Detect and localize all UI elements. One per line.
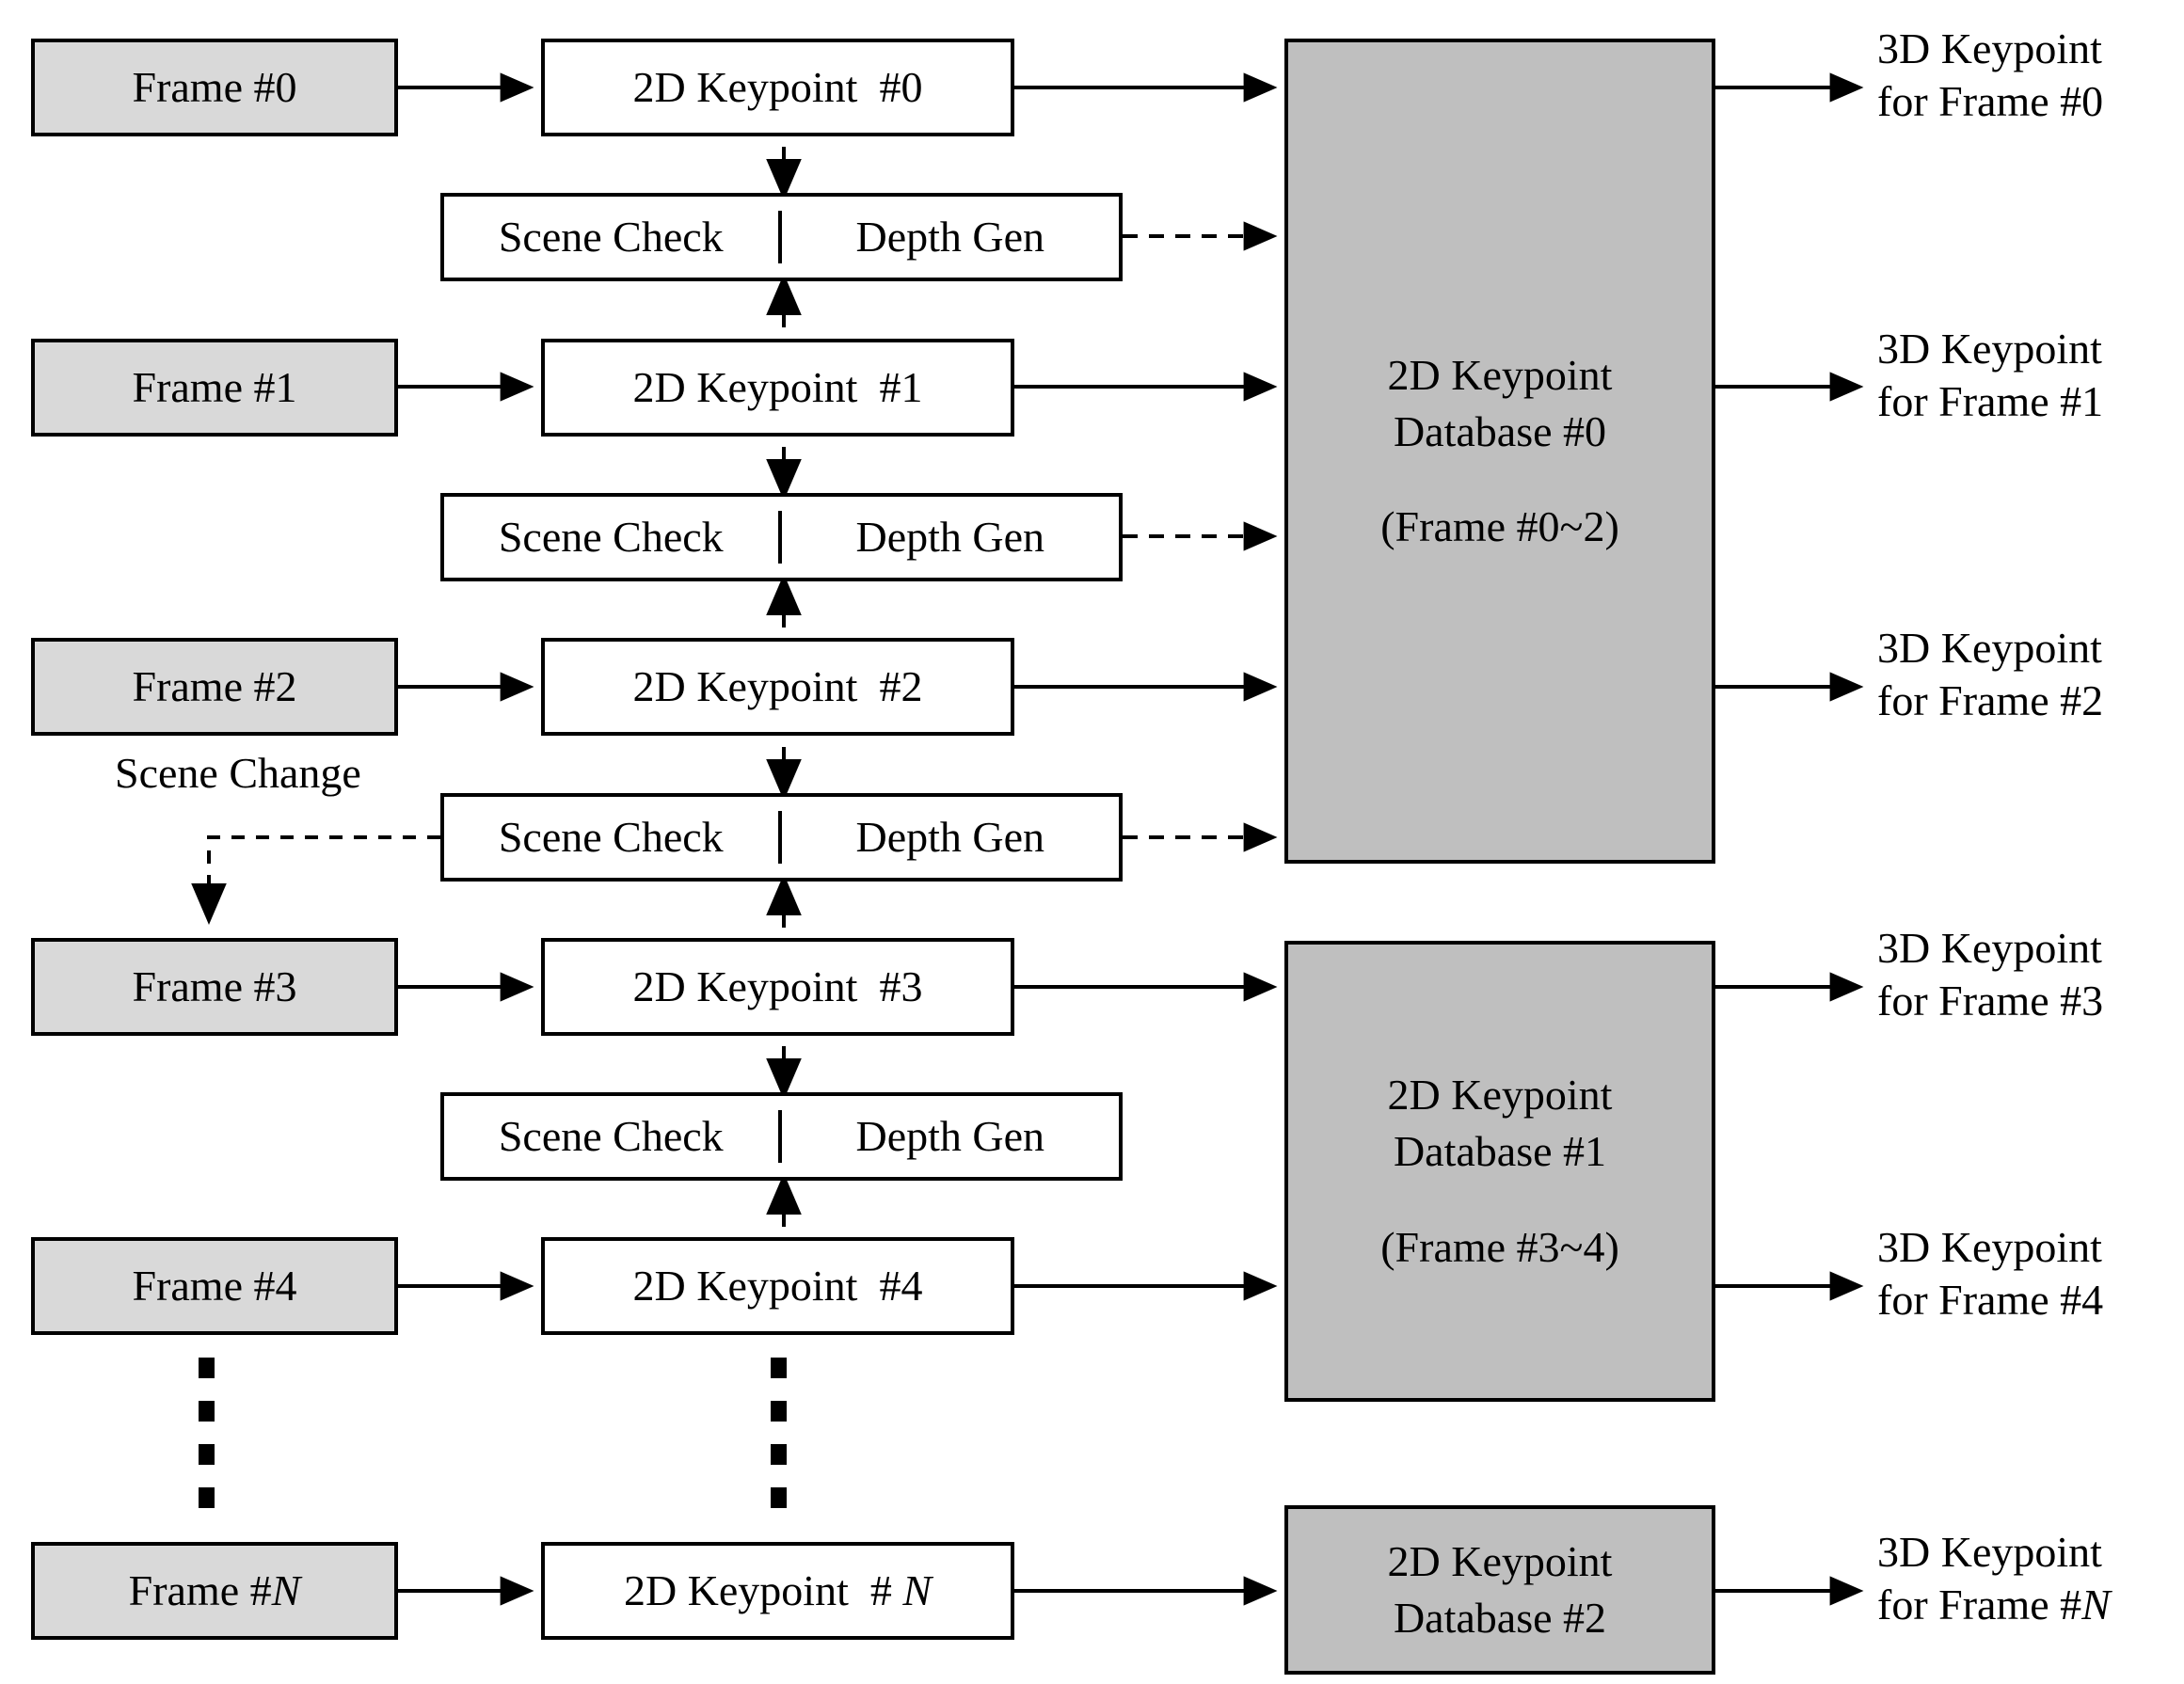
scene-check-cell[interactable]: Scene Check: [444, 510, 782, 564]
keypoint-box-n[interactable]: 2D Keypoint # N: [541, 1542, 1014, 1640]
scene-check-cell[interactable]: Scene Check: [444, 810, 782, 865]
depth-gen-cell[interactable]: Depth Gen: [855, 1111, 1045, 1160]
output-label-2: 3D Keypoint for Frame #2: [1877, 624, 2104, 725]
keypoint-database-2[interactable]: 2D Keypoint Database #2: [1284, 1505, 1715, 1675]
keypoint-label: 2D Keypoint #1: [632, 362, 923, 411]
database-range: (Frame #3~4): [1380, 1222, 1619, 1271]
keypoint-box-2[interactable]: 2D Keypoint #2: [541, 638, 1014, 736]
frame-box-0[interactable]: Frame #0: [31, 39, 398, 136]
scene-check-cell[interactable]: Scene Check: [444, 1109, 782, 1164]
frame-box-2[interactable]: Frame #2: [31, 638, 398, 736]
keypoint-box-3[interactable]: 2D Keypoint #3: [541, 938, 1014, 1036]
frame-box-4[interactable]: Frame #4: [31, 1237, 398, 1335]
keypoint-box-0[interactable]: 2D Keypoint #0: [541, 39, 1014, 136]
keypoint-label: 2D Keypoint #4: [632, 1261, 923, 1310]
output-label-3: 3D Keypoint for Frame #3: [1877, 924, 2104, 1025]
keypoint-database-1[interactable]: 2D Keypoint Database #1 (Frame #3~4): [1284, 941, 1715, 1402]
database-title: 2D Keypoint Database #0: [1387, 350, 1613, 455]
database-title: 2D Keypoint Database #1: [1387, 1071, 1613, 1176]
scene-check-depth-gen-0[interactable]: Scene Check Depth Gen: [440, 193, 1123, 281]
depth-gen-cell[interactable]: Depth Gen: [855, 512, 1045, 561]
ellipsis-dots: [199, 1358, 787, 1508]
frame-label: Frame #0: [132, 62, 297, 111]
keypoint-label: 2D Keypoint #0: [632, 62, 923, 111]
scene-check-depth-gen-2[interactable]: Scene Check Depth Gen: [440, 793, 1123, 882]
scene-check-depth-gen-1[interactable]: Scene Check Depth Gen: [440, 493, 1123, 581]
keypoint-label: 2D Keypoint #3: [632, 961, 923, 1010]
keypoint-box-4[interactable]: 2D Keypoint #4: [541, 1237, 1014, 1335]
frame-box-3[interactable]: Frame #3: [31, 938, 398, 1036]
keypoint-label: 2D Keypoint # N: [623, 1565, 933, 1614]
frame-box-n[interactable]: Frame #N: [31, 1542, 398, 1640]
frame-label: Frame #2: [132, 661, 297, 710]
frame-label: Frame #N: [128, 1565, 301, 1614]
frame-label: Frame #1: [132, 362, 297, 411]
frame-label: Frame #4: [132, 1261, 297, 1310]
database-range: (Frame #0~2): [1380, 502, 1619, 551]
keypoint-box-1[interactable]: 2D Keypoint #1: [541, 339, 1014, 437]
scene-check-depth-gen-3[interactable]: Scene Check Depth Gen: [440, 1092, 1123, 1181]
scene-change-label: Scene Change: [115, 749, 361, 797]
scene-check-cell[interactable]: Scene Check: [444, 210, 782, 264]
database-title: 2D Keypoint Database #2: [1387, 1537, 1613, 1642]
frame-box-1[interactable]: Frame #1: [31, 339, 398, 437]
arrow-scene-change-to-frame3: [191, 835, 440, 925]
depth-gen-cell[interactable]: Depth Gen: [855, 812, 1045, 861]
output-label-4: 3D Keypoint for Frame #4: [1877, 1223, 2104, 1325]
output-label-0: 3D Keypoint for Frame #0: [1877, 24, 2104, 126]
output-label-1: 3D Keypoint for Frame #1: [1877, 325, 2104, 426]
output-label-n: 3D Keypoint for Frame #N: [1877, 1528, 2111, 1629]
frame-label: Frame #3: [132, 961, 297, 1010]
depth-gen-cell[interactable]: Depth Gen: [855, 212, 1045, 261]
keypoint-label: 2D Keypoint #2: [632, 661, 923, 710]
keypoint-database-0[interactable]: 2D Keypoint Database #0 (Frame #0~2): [1284, 39, 1715, 864]
